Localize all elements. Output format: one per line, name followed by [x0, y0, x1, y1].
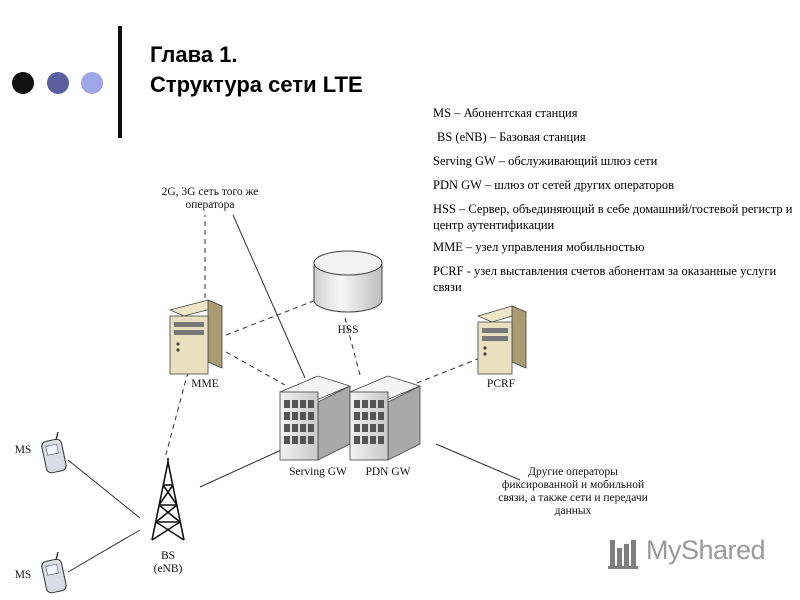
legend-pdn-gw: PDN GW – шлюз от сетей других операторов [433, 178, 675, 192]
title-divider [118, 26, 122, 138]
ms-phone-bottom-icon [41, 551, 67, 594]
label-pdn-gw: PDN GW [365, 466, 411, 478]
link-2g3g-sgw [232, 214, 306, 379]
label-ms-bottom: MS [14, 569, 32, 581]
label-pcrf: PCRF [486, 378, 516, 390]
ms-phone-top-icon [41, 431, 67, 474]
base-station-tower-icon [151, 458, 185, 541]
abbreviation-legend: MS – Абонентская станция BS (eNB) – Базо… [433, 105, 798, 303]
pcrf-server-icon [476, 305, 528, 375]
label-bs-line1: BS [160, 550, 176, 562]
legend-hss: HSS – Сервер, объединяющий в себе домашн… [433, 202, 793, 232]
link-pcrf-pdn [411, 357, 481, 386]
link-mme-bs [164, 371, 189, 459]
mme-server-icon [168, 299, 224, 375]
label-2g3g-network: 2G, 3G сеть того же оператора [161, 186, 259, 211]
serving-gw-icon [278, 375, 352, 461]
label-other-operators: Другие операторы фиксированной и мобильн… [498, 466, 648, 517]
legend-bs: BS (eNB) – Базовая станция [437, 130, 586, 144]
label-serving-gw: Serving GW [289, 466, 347, 478]
link-ms-top-bs [67, 459, 141, 519]
link-hss-pdn [344, 317, 361, 376]
legend-pcrf: PCRF - узел выставления счетов абонентам… [433, 264, 777, 294]
link-mme-hss [225, 299, 317, 336]
label-hss: HSS [337, 324, 359, 336]
label-ms-top: MS [14, 444, 32, 456]
page-title: Глава 1. Структура сети LTE [150, 40, 363, 100]
link-mme-sgw [225, 351, 286, 386]
link-pdn-others [435, 443, 521, 481]
link-ms-bottom-bs [67, 529, 141, 573]
pdn-gw-icon [348, 375, 422, 461]
decor-dot-black [12, 72, 34, 94]
link-bs-sgw [199, 445, 291, 488]
myshared-watermark: MyShared [646, 535, 766, 565]
decor-dot-purple [47, 72, 69, 94]
label-bs-line2: (eNB) [153, 563, 183, 575]
decor-dot-lavender [81, 72, 103, 94]
legend-ms: MS – Абонентская станция [433, 106, 578, 120]
legend-serving-gw: Serving GW – обслуживающий шлюз сети [433, 154, 658, 168]
hss-database-icon [313, 250, 383, 313]
label-mme: MME [191, 378, 219, 390]
connection-lines [67, 214, 521, 573]
title-line-2: Структура сети LTE [150, 72, 363, 97]
label-bs: BS (eNB) [146, 550, 190, 576]
legend-mme: MME – узел управления мобильностью [433, 240, 645, 254]
title-line-1: Глава 1. [150, 42, 238, 67]
myshared-logo-icon [608, 540, 638, 569]
